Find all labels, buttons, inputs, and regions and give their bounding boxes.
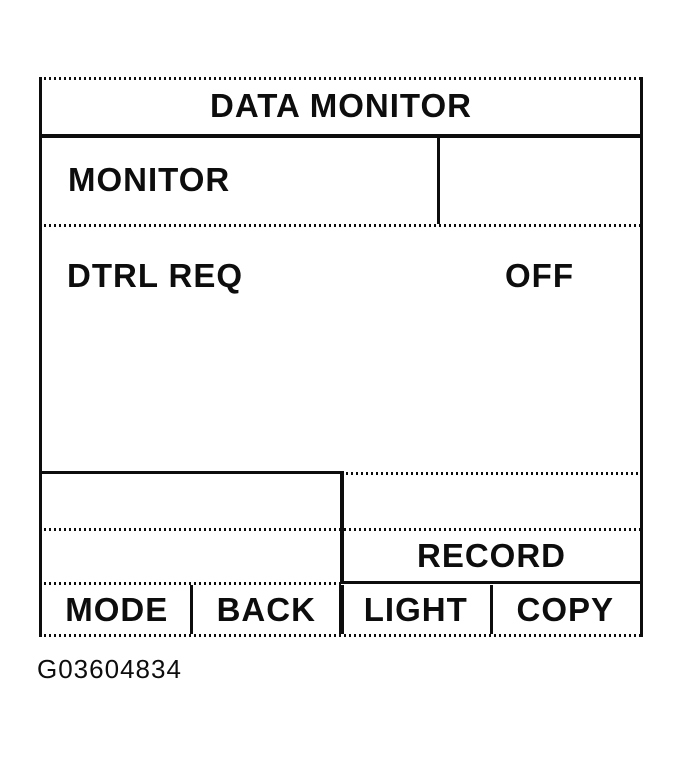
- record-section-divider-line: [340, 471, 344, 582]
- header-bottom-line: [39, 224, 643, 227]
- data-row: DTRL REQ OFF: [39, 254, 643, 298]
- fkey-divider-line-2: [339, 585, 344, 634]
- record-row-bottom-line-right: [341, 581, 643, 584]
- record-row-bottom-line-left: [39, 582, 341, 585]
- title-divider-line: [39, 134, 643, 138]
- parameter-name: DTRL REQ: [67, 257, 244, 294]
- scan-tool-screen: DATA MONITOR MONITOR DTRL REQ OFF RECORD: [39, 77, 643, 637]
- record-button-label: RECORD: [416, 537, 566, 574]
- record-button[interactable]: RECORD: [343, 531, 640, 581]
- screen-border-right: [640, 77, 643, 637]
- figure-id: G03604834: [37, 654, 182, 684]
- back-button-label: BACK: [216, 590, 316, 628]
- monitor-header-label: MONITOR: [68, 160, 231, 198]
- back-button[interactable]: BACK: [192, 585, 342, 634]
- monitor-header-row: MONITOR: [42, 138, 434, 221]
- mode-button[interactable]: MODE: [42, 585, 192, 634]
- parameter-value: OFF: [505, 257, 574, 294]
- data-area-bottom-line-right: [341, 472, 643, 475]
- mode-button-label: MODE: [65, 590, 169, 628]
- fkey-divider-line-1: [190, 585, 193, 634]
- data-monitor-area: DTRL REQ OFF: [39, 224, 643, 472]
- empty-row-bottom-line: [39, 528, 643, 531]
- screen-title-bar: DATA MONITOR: [42, 80, 640, 132]
- copy-button-label: COPY: [516, 590, 615, 628]
- header-divider-line: [437, 138, 440, 224]
- fkey-divider-line-3: [490, 585, 493, 634]
- function-key-row: MODE BACK LIGHT COPY: [42, 585, 640, 634]
- screen-border-bottom: [39, 634, 643, 637]
- copy-button[interactable]: COPY: [491, 585, 641, 634]
- light-button-label: LIGHT: [363, 590, 468, 628]
- light-button[interactable]: LIGHT: [341, 585, 491, 634]
- monitor-header-right-cell: [440, 138, 640, 221]
- screen-border-top: [39, 77, 643, 80]
- screen-border-left: [39, 77, 42, 637]
- data-area-bottom-line-left: [39, 471, 341, 474]
- screen-title: DATA MONITOR: [210, 87, 472, 124]
